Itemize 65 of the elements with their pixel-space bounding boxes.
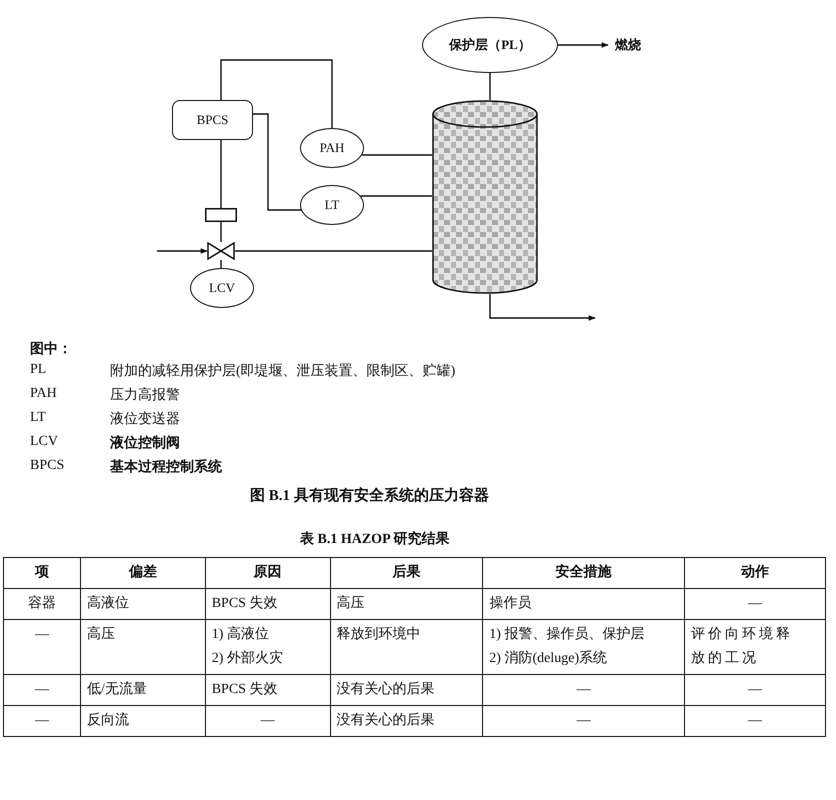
table-cell-text: 释放到环境中 [336, 625, 421, 644]
connector-line [220, 59, 333, 128]
table-cell-text: — [748, 595, 762, 613]
column-header: 安全措施 [556, 562, 612, 582]
instrument-ellipse: LCV [190, 268, 254, 308]
connector-line [235, 250, 432, 252]
connector-line [489, 73, 491, 100]
actuator-box [205, 208, 237, 222]
instrument-ellipse: PAH [300, 128, 364, 168]
protection-layer-ellipse: 保护层（PL） [422, 17, 558, 73]
table-cell-text: — [576, 681, 591, 699]
outlet-label: 燃烧 [608, 36, 648, 54]
table-cell-text: — [748, 712, 762, 730]
table-cell-text: 没有关心的后果 [336, 711, 435, 730]
arrow [157, 248, 208, 254]
table-cell-text: — [748, 681, 762, 699]
table-cell-text: — [34, 712, 49, 730]
figure-caption: 图 B.1 具有现有安全系统的压力容器 [250, 486, 489, 505]
abbreviation-text: LT [30, 410, 46, 426]
connector-line [220, 222, 222, 242]
abbreviation-text: PAH [30, 386, 57, 402]
abbreviation-text: LCV [30, 434, 58, 450]
table-cell-text: 1) 报警、操作员、保护层 [489, 625, 644, 644]
table-cell-text: — [34, 626, 49, 644]
table-cell-text: 2) 消防(deluge)系统 [489, 649, 608, 668]
table-cell-text: 低/无流量 [86, 680, 147, 699]
definition-text: 液位变送器 [110, 410, 180, 428]
arrow [558, 42, 609, 48]
definition-text: 附加的减轻用保护层(即堤堰、泄压装置、限制区、贮罐) [110, 362, 456, 380]
table-title: 表 B.1 HAZOP 研究结果 [300, 530, 450, 548]
abbreviation-text: PL [30, 362, 46, 378]
table-cell-text: 没有关心的后果 [336, 680, 435, 699]
instrument-ellipse: LT [300, 185, 364, 225]
definition-text: 压力高报警 [110, 386, 180, 404]
table-cell-text: BPCS 失效 [212, 680, 278, 699]
connector-line [253, 113, 302, 211]
column-header: 动作 [741, 564, 769, 582]
valve-icon [207, 242, 235, 260]
table-cell-text: — [34, 681, 49, 699]
table-cell-text: — [260, 712, 275, 730]
table-cell-text: 高压 [86, 625, 115, 644]
definition-text: 基本过程控制系统 [110, 458, 222, 476]
column-header: 偏差 [128, 563, 157, 582]
connector-line [360, 195, 432, 197]
table-cell-text: 高液位 [86, 594, 129, 613]
controller-box: BPCS [172, 100, 253, 140]
table-cell-text: — [576, 712, 591, 730]
column-header: 原因 [254, 564, 282, 582]
table-cell-text: 2) 外部火灾 [212, 649, 283, 668]
connector-line [362, 154, 432, 156]
connector-line [220, 140, 222, 208]
legend-heading: 图中： [30, 340, 72, 358]
table-cell-text: BPCS 失效 [212, 594, 278, 613]
table-cell-text: 1) 高液位 [212, 625, 269, 644]
definition-text: 液位控制阀 [110, 434, 180, 452]
vessel-drawing [432, 100, 538, 294]
table-cell-text: 操作员 [489, 594, 532, 613]
table-cell-text: 容器 [28, 594, 56, 613]
abbreviation-text: BPCS [30, 458, 64, 474]
table-cell-text: 反向流 [86, 711, 129, 730]
column-header: 项 [34, 564, 49, 582]
table-cell-text: 评价向环境释放的工况 [691, 625, 794, 668]
column-header: 后果 [392, 563, 420, 582]
table-cell-text: 高压 [336, 594, 365, 613]
arrow [489, 294, 596, 321]
